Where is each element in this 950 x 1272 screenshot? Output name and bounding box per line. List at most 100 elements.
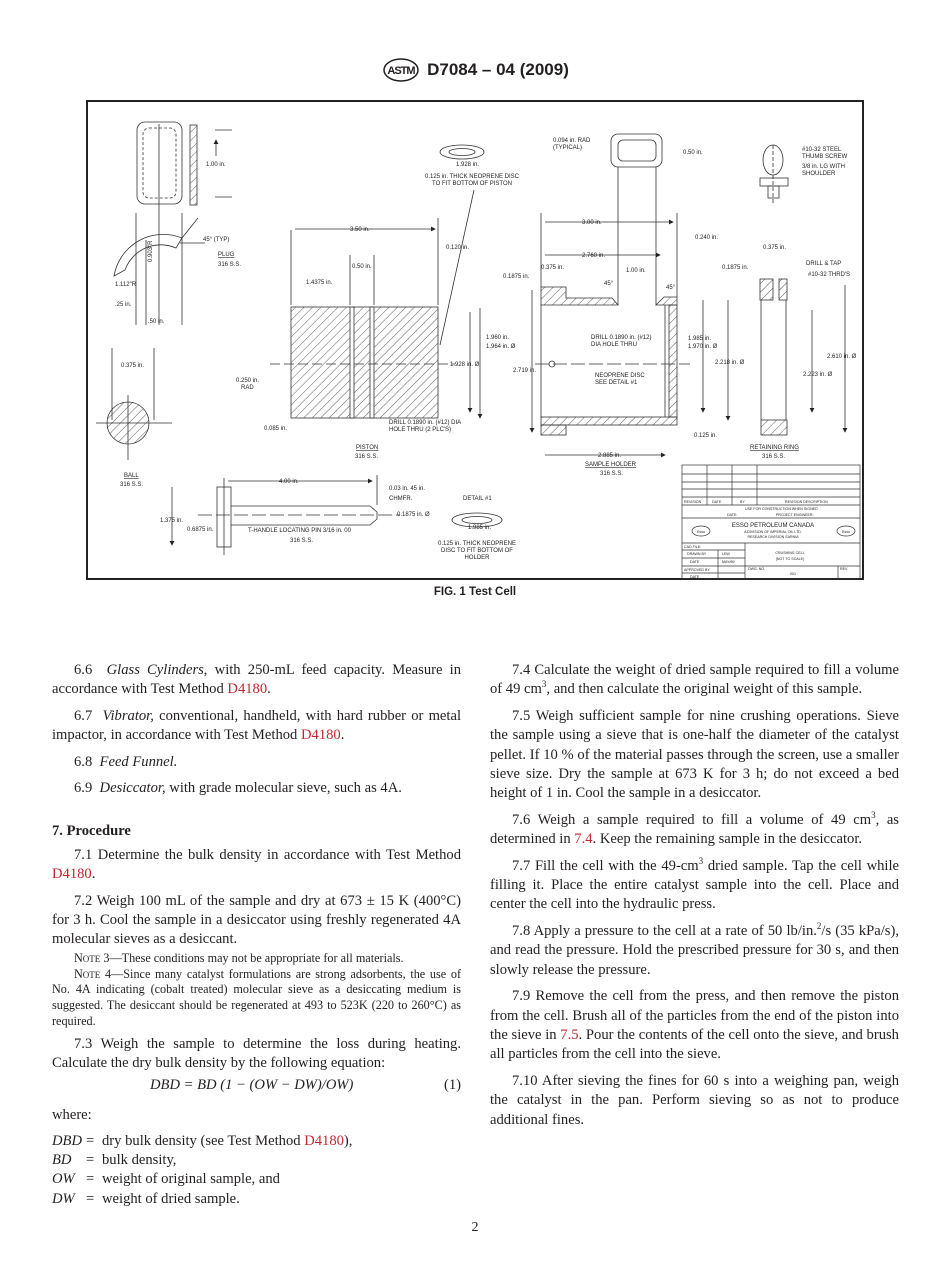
svg-text:2.760 in.: 2.760 in. <box>582 253 605 259</box>
svg-text:1.960 in.: 1.960 in. <box>486 335 509 341</box>
definitions-list: DBD=dry bulk density (see Test Method D4… <box>52 1133 353 1207</box>
svg-text:DETAIL #1: DETAIL #1 <box>463 496 492 502</box>
svg-text:T-HANDLE LOCATING PIN 3/16 in.: T-HANDLE LOCATING PIN 3/16 in. 00 <box>248 528 352 534</box>
svg-text:PLUG: PLUG <box>218 252 235 258</box>
svg-text:0.240 in.: 0.240 in. <box>695 235 718 241</box>
retaining-ring-drawing <box>759 278 848 436</box>
svg-text:0.250 in.: 0.250 in. <box>236 378 259 384</box>
svg-text:Esso: Esso <box>842 530 850 534</box>
svg-text:1.985 in.: 1.985 in. <box>688 336 711 342</box>
svg-text:DRILL 0.1890 in. (#12) DIA: DRILL 0.1890 in. (#12) DIA <box>389 420 461 426</box>
svg-text:2.610 in. Ø: 2.610 in. Ø <box>827 354 857 360</box>
svg-text:A DIVISION OF IMPERIAL OIL LTD: A DIVISION OF IMPERIAL OIL LTD. <box>744 530 802 534</box>
svg-text:1.4375 in.: 1.4375 in. <box>306 280 333 286</box>
svg-text:THUMB SCREW: THUMB SCREW <box>802 154 848 160</box>
svg-text:SEE DETAIL #1: SEE DETAIL #1 <box>595 380 638 386</box>
svg-text:316 S.S.: 316 S.S. <box>355 454 378 460</box>
svg-text:PISTON: PISTON <box>356 445 378 451</box>
svg-text:316 S.S.: 316 S.S. <box>290 538 313 544</box>
svg-text:CRUSHING CELL: CRUSHING CELL <box>775 551 804 555</box>
svg-text:DIA HOLE THRU: DIA HOLE THRU <box>591 342 637 348</box>
svg-text:DATE:: DATE: <box>727 513 737 517</box>
svg-text:HOLE THRU (2 PLC'S): HOLE THRU (2 PLC'S) <box>389 427 451 433</box>
right-column: 7.4 Calculate the weight of dried sample… <box>490 661 899 1137</box>
svg-text:ESSO PETROLEUM CANADA: ESSO PETROLEUM CANADA <box>732 523 814 529</box>
svg-text:4.00 in.: 4.00 in. <box>279 479 299 485</box>
svg-text:CAD FILE:: CAD FILE: <box>684 545 701 549</box>
page-header: ASTM D7084 – 04 (2009) <box>0 57 950 83</box>
svg-text:LEW: LEW <box>722 552 730 556</box>
svg-text:0.03 in. 45 in.: 0.03 in. 45 in. <box>389 486 425 492</box>
test-cell-figure: 1.00 in. 45° (TYP) PLUG 316 S.S. 0.903"R… <box>86 100 864 580</box>
svg-text:(TYPICAL): (TYPICAL) <box>553 145 582 151</box>
svg-text:.50 in.: .50 in. <box>148 319 165 325</box>
svg-text:2.885 in.: 2.885 in. <box>598 453 621 459</box>
figure-caption: FIG. 1 Test Cell <box>433 586 517 598</box>
svg-text:#10-32 STEEL: #10-32 STEEL <box>802 147 842 153</box>
sample-holder-drawing <box>529 213 731 458</box>
svg-text:PROJECT ENGINEER:: PROJECT ENGINEER: <box>776 513 813 517</box>
svg-text:0.50 in.: 0.50 in. <box>683 150 703 156</box>
svg-text:1.00 in.: 1.00 in. <box>206 162 226 168</box>
svg-text:1.928 in.: 1.928 in. <box>456 162 479 168</box>
svg-text:(NOT TO SCALE): (NOT TO SCALE) <box>776 557 805 561</box>
note-4: Note 4—Since many catalyst formulations … <box>52 966 462 1029</box>
where-label: where: <box>52 1106 92 1123</box>
svg-text:Esso: Esso <box>697 530 705 534</box>
link-d4180[interactable]: D4180 <box>227 681 268 698</box>
title-block <box>681 464 861 580</box>
svg-text:DRILL & TAP: DRILL & TAP <box>806 261 841 267</box>
svg-text:RETAINING RING: RETAINING RING <box>750 445 799 451</box>
paragraph-6-7: 6.7 Vibrator, conventional, handheld, wi… <box>52 707 461 744</box>
link-7-5[interactable]: 7.5 <box>560 1026 579 1043</box>
section-heading: 7. Procedure <box>52 823 131 840</box>
svg-text:SHOULDER: SHOULDER <box>802 171 836 177</box>
svg-text:0.1875 in.: 0.1875 in. <box>503 274 530 280</box>
svg-text:316 S.S.: 316 S.S. <box>120 482 143 488</box>
svg-text:0.085 in.: 0.085 in. <box>264 426 287 432</box>
paragraph-7-9: 7.9 Remove the cell from the press, and … <box>490 988 899 1063</box>
svg-text:316 S.S.: 316 S.S. <box>762 454 785 460</box>
svg-text:3.00 in.: 3.00 in. <box>582 220 602 226</box>
svg-text:1.970 in. Ø: 1.970 in. Ø <box>688 344 718 350</box>
paragraph-7-7: 7.7 Fill the cell with the 49-cm3 dried … <box>490 855 899 913</box>
svg-text:DRILL 0.1890 in. (#12): DRILL 0.1890 in. (#12) <box>591 335 651 341</box>
svg-text:45°: 45° <box>604 281 614 287</box>
svg-text:USE FOR CONSTRUCTION WHEN SIGN: USE FOR CONSTRUCTION WHEN SIGNED <box>745 507 818 511</box>
svg-text:DATE: DATE <box>690 575 700 579</box>
svg-text:45°: 45° <box>666 285 676 291</box>
paragraph-6-9: 6.9 Desiccator, with grade molecular sie… <box>74 780 402 797</box>
svg-text:RESEARCH DIVISION SARNIA: RESEARCH DIVISION SARNIA <box>747 535 799 539</box>
svg-text:1.112"R: 1.112"R <box>115 282 137 288</box>
paragraph-7-6: 7.6 Weigh a sample required to fill a vo… <box>490 809 899 848</box>
svg-text:APPROVED BY: APPROVED BY <box>684 568 710 572</box>
svg-text:0.1875 in. Ø: 0.1875 in. Ø <box>397 512 430 518</box>
plug-drawing <box>113 121 232 325</box>
link-d4180[interactable]: D4180 <box>52 866 92 883</box>
link-d4180[interactable]: D4180 <box>304 1133 344 1150</box>
svg-text:0.125 in. THICK NEOPRENE: 0.125 in. THICK NEOPRENE <box>438 541 516 547</box>
svg-text:0.375 in.: 0.375 in. <box>541 265 564 271</box>
link-d4180[interactable]: D4180 <box>300 727 341 744</box>
paragraph-7-10: 7.10 After sieving the fines for 60 s in… <box>490 1072 899 1128</box>
link-7-4[interactable]: 7.4 <box>574 831 593 848</box>
svg-text:0.125 in. THICK NEOPRENE DISC: 0.125 in. THICK NEOPRENE DISC <box>425 174 520 180</box>
page-number: 2 <box>471 1220 479 1235</box>
note-3: Note 3—These conditions may not be appro… <box>74 950 404 965</box>
svg-text:2.223 in. Ø: 2.223 in. Ø <box>803 372 833 378</box>
svg-text:DATE: DATE <box>712 500 722 504</box>
svg-text:0.094 in. RAD: 0.094 in. RAD <box>553 138 591 144</box>
paragraph-7-2: 7.2 Weigh 100 mL of the sample and dry a… <box>52 892 461 948</box>
svg-text:0.50 in.: 0.50 in. <box>352 264 372 270</box>
svg-text:BY: BY <box>740 500 745 504</box>
piston-drawing <box>270 218 483 419</box>
svg-text:0.125 in.: 0.125 in. <box>694 433 717 439</box>
svg-text:1.00 in.: 1.00 in. <box>626 268 646 274</box>
svg-text:DATE: DATE <box>690 560 700 564</box>
svg-text:0.903"R: 0.903"R <box>148 240 154 262</box>
t-handle-pin-drawing <box>169 475 400 555</box>
astm-logo-icon: ASTM <box>383 58 419 82</box>
left-column: 6.6 Glass Cylinders, with 250-mL feed ca… <box>52 661 461 1209</box>
paragraph-7-5: 7.5 Weigh sufficient sample for nine cru… <box>490 707 899 802</box>
paragraph-7-1: 7.1 Determine the bulk density in accord… <box>52 846 461 883</box>
